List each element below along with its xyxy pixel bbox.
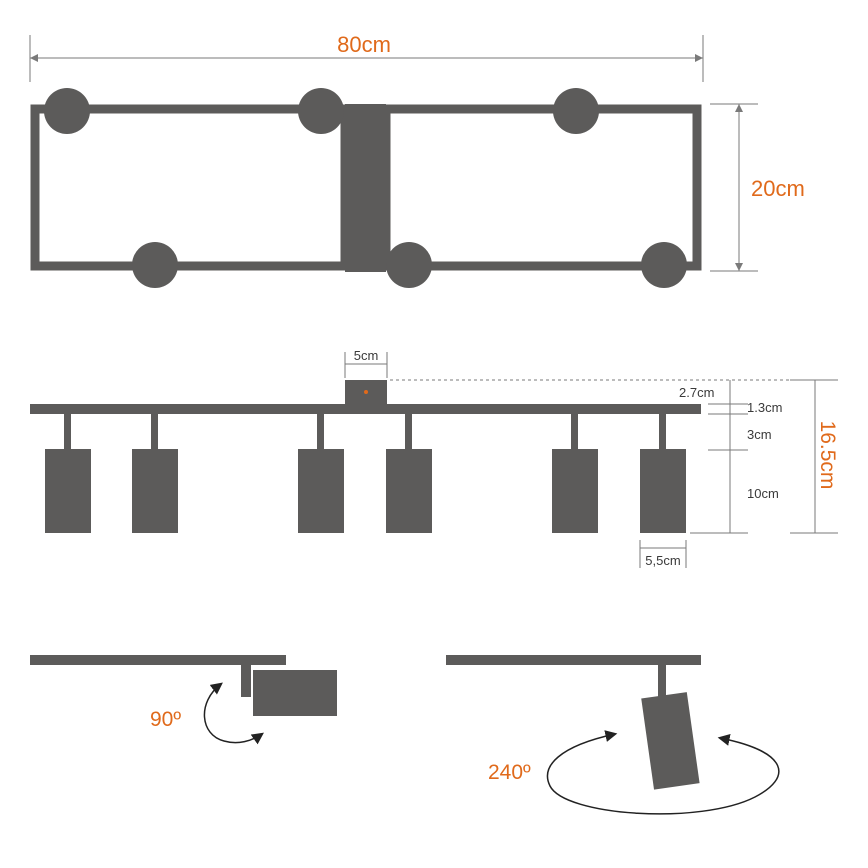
- height-dimensions: 2.7cm 1.3cm 3cm 10cm: [679, 380, 782, 534]
- mounting-bar: [30, 404, 701, 414]
- diameter-dimension: 5,5cm: [639, 540, 687, 568]
- spot-disc: [298, 88, 344, 134]
- spot-disc: [132, 242, 178, 288]
- height-label: 1.3cm: [747, 400, 782, 415]
- total-height-dimension: 16.5cm: [790, 379, 839, 534]
- spot-front: [552, 414, 598, 533]
- left-frame: [30, 104, 350, 271]
- base-width-dimension: 5cm: [344, 348, 388, 378]
- spot-disc: [641, 242, 687, 288]
- swivel-view: 240º: [446, 655, 780, 815]
- total-height-label: 16.5cm: [816, 421, 839, 490]
- spot-front: [298, 414, 344, 533]
- height-label: 10cm: [747, 486, 779, 501]
- width-dimension: 80cm: [29, 32, 704, 82]
- height-label: 3cm: [747, 427, 772, 442]
- diameter-label: 5,5cm: [645, 553, 680, 568]
- base-width-label: 5cm: [354, 348, 379, 363]
- tilt-view: 90º: [30, 655, 337, 745]
- depth-label: 20cm: [751, 176, 805, 201]
- top-view: 80cm 20cm: [29, 32, 805, 288]
- height-label: 2.7cm: [679, 385, 714, 400]
- tilt-label: 90º: [150, 708, 181, 731]
- depth-dimension: 20cm: [710, 103, 805, 272]
- spot-front: [386, 414, 432, 533]
- spot-front: [640, 414, 686, 533]
- width-label: 80cm: [337, 32, 391, 57]
- center-canopy: [345, 104, 386, 272]
- front-view: 5cm: [30, 348, 839, 568]
- swivel-label: 240º: [488, 761, 531, 784]
- spot-front: [132, 414, 178, 533]
- spot-disc: [553, 88, 599, 134]
- spot-disc: [386, 242, 432, 288]
- right-frame: [381, 104, 702, 271]
- spot-disc: [44, 88, 90, 134]
- spot-front: [45, 414, 91, 533]
